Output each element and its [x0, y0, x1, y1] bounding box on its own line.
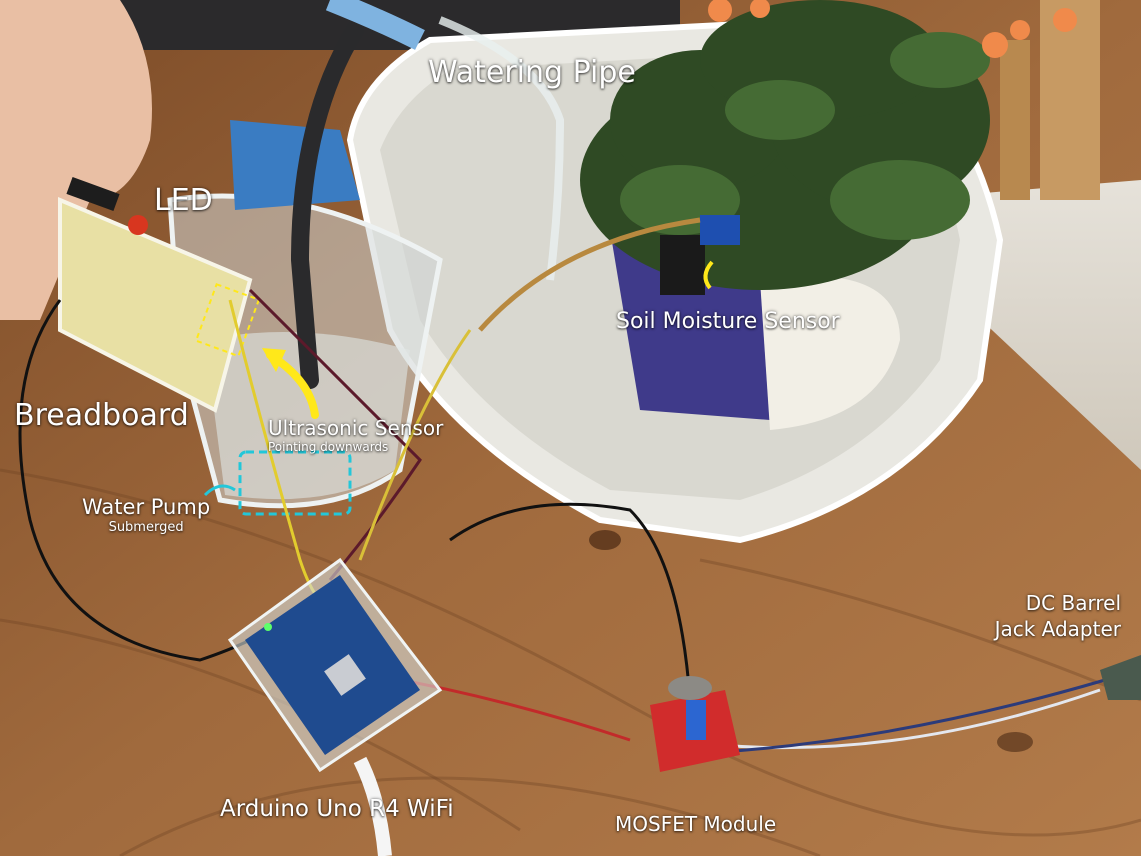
label-mosfet-module: MOSFET Module: [615, 812, 777, 836]
dc-barrel-jack: [1100, 655, 1141, 700]
label-led: LED: [154, 183, 213, 218]
label-dc-line-2: Jack Adapter: [994, 617, 1121, 641]
wood-knot-2: [997, 732, 1033, 752]
label-dc-line-1: DC Barrel: [1025, 591, 1121, 615]
pump-arrow: [203, 484, 236, 497]
ultrasonic-highlight: [194, 283, 261, 358]
usb-cable: [353, 756, 392, 856]
jug-water: [205, 332, 410, 500]
blue-cloth: [230, 120, 360, 210]
hand: [0, 0, 152, 320]
arduino-board: [245, 575, 420, 755]
label-water-pump-group: Water Pump Submerged: [82, 495, 211, 536]
label-dc-barrel-jack: DC Barrel Jack Adapter: [995, 590, 1121, 642]
watering-pipe: [290, 21, 364, 389]
flowers: [708, 0, 1077, 58]
wood-knot: [589, 530, 621, 550]
label-breadboard: Breadboard: [14, 398, 189, 433]
pot-saucer: [760, 276, 900, 430]
label-arduino: Arduino Uno R4 WiFi: [220, 796, 454, 822]
label-soil-moisture-sensor: Soil Moisture Sensor: [616, 309, 840, 334]
chair-leg-2: [1000, 40, 1030, 200]
label-ultrasonic-sensor: Ultrasonic Sensor: [268, 416, 444, 440]
label-ultrasonic-group: Ultrasonic Sensor Pointing downwards: [268, 417, 443, 454]
label-water-pump-note: Submerged: [108, 520, 184, 536]
soil-arrow: [703, 260, 714, 290]
pump-highlight: [238, 450, 352, 516]
label-water-pump: Water Pump: [82, 495, 211, 519]
wood-grain: [0, 468, 1141, 856]
breadboard: [58, 196, 253, 413]
clear-tube: [438, 16, 565, 281]
label-ultrasonic-note: Pointing downwards: [268, 440, 389, 454]
chair-leg: [1040, 0, 1100, 200]
soil-sensor-board: [660, 235, 705, 295]
led-bulb: [128, 215, 148, 235]
label-watering-pipe: Watering Pipe: [428, 55, 636, 90]
